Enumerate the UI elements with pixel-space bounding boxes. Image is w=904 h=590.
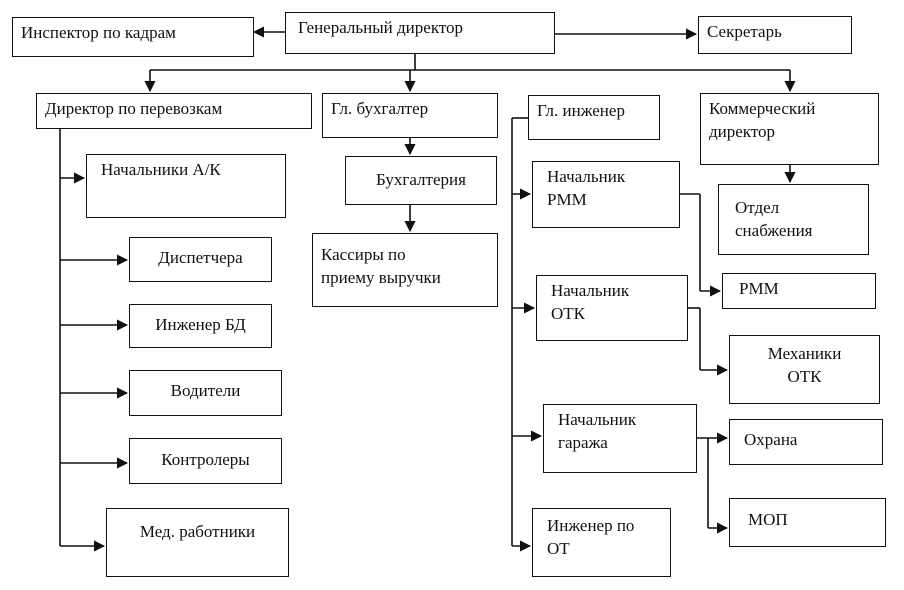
node-rmm: РММ xyxy=(722,273,876,309)
node-heads-ak: Начальники А/К xyxy=(86,154,286,218)
node-safety-engineer: Инженер по ОТ xyxy=(532,508,671,577)
node-dispatchers: Диспетчера xyxy=(129,237,272,282)
node-head-garage: Начальник гаража xyxy=(543,404,697,473)
node-ceo: Генеральный директор xyxy=(285,12,555,54)
node-accounting: Бухгалтерия xyxy=(345,156,497,205)
node-commercial-director: Коммерческий директор xyxy=(700,93,879,165)
node-secretary: Секретарь xyxy=(698,16,852,54)
node-head-rmm: Начальник РММ xyxy=(532,161,680,228)
node-head-otk: Начальник ОТК xyxy=(536,275,688,341)
node-transport-director: Директор по перевозкам xyxy=(36,93,312,129)
node-supply-dept: Отдел снабжения xyxy=(718,184,869,255)
node-drivers: Водители xyxy=(129,370,282,416)
node-mop: МОП xyxy=(729,498,886,547)
node-mechanics-otk: Механики ОТК xyxy=(729,335,880,404)
node-chief-accountant: Гл. бухгалтер xyxy=(322,93,498,138)
node-hr-inspector: Инспектор по кадрам xyxy=(12,17,254,57)
node-controllers: Контролеры xyxy=(129,438,282,484)
node-security: Охрана xyxy=(729,419,883,465)
node-chief-engineer: Гл. инженер xyxy=(528,95,660,140)
node-medical: Мед. работники xyxy=(106,508,289,577)
node-cashiers: Кассиры по приему выручки xyxy=(312,233,498,307)
node-engineer-bd: Инженер БД xyxy=(129,304,272,348)
